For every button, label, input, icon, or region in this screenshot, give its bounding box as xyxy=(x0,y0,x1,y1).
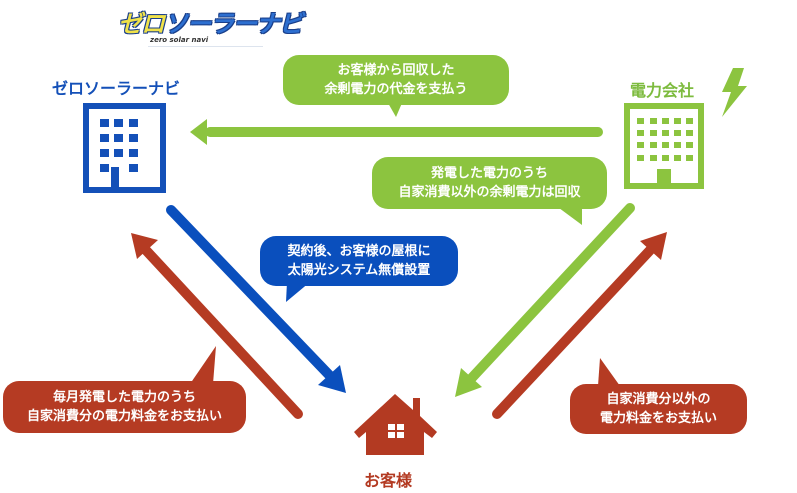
bubble-line: 自家消費以外の余剰電力は回収 xyxy=(398,185,581,200)
arrow-navi-to-customer xyxy=(166,205,346,393)
bubble-tail-pay-self xyxy=(190,346,216,384)
bubble-collect-surplus: 発電した電力のうち 自家消費以外の余剰電力は回収 xyxy=(372,157,607,209)
logo-title: ゼロソーラーナビ xyxy=(118,4,303,39)
arrow-power-to-navi xyxy=(190,119,603,145)
bubble-line: 契約後、お客様の屋根に xyxy=(287,244,431,259)
power-building-icon xyxy=(624,103,704,189)
logo-divider xyxy=(148,46,263,47)
bubble-tail-pay-other xyxy=(598,358,620,386)
bubble-pay-surplus: お客様から回収した 余剰電力の代金を支払う xyxy=(283,55,509,105)
bubble-tail-pay-surplus xyxy=(388,103,402,117)
arrow-power-to-customer xyxy=(455,203,635,397)
arrow-customer-to-navi xyxy=(131,233,303,419)
node-label-power-company: 電力会社 xyxy=(630,81,695,100)
node-label-customer: お客様 xyxy=(364,471,413,490)
office-building-icon xyxy=(83,103,166,193)
bubble-line: 余剰電力の代金を支払う xyxy=(324,82,468,97)
logo-subtitle: zero solar navi xyxy=(150,36,209,44)
logo-title-rest: ソーラーナビ xyxy=(164,10,303,38)
node-label-zero-solar-navi: ゼロソーラーナビ xyxy=(52,79,181,98)
bubble-pay-self-consumption: 毎月発電した電力のうち 自家消費分の電力料金をお支払い xyxy=(3,381,246,433)
bubble-tail-install xyxy=(286,282,310,302)
bubble-line: 太陽光システム無償設置 xyxy=(287,263,431,278)
bubble-line: 毎月発電した電力のうち xyxy=(52,390,196,405)
bubble-line: 電力料金をお支払い xyxy=(599,411,717,426)
bubble-install: 契約後、お客様の屋根に 太陽光システム無償設置 xyxy=(260,236,458,286)
logo-title-highlight: ゼロ xyxy=(118,10,165,38)
bubble-pay-other: 自家消費分以外の 電力料金をお支払い xyxy=(570,384,747,434)
house-icon xyxy=(354,394,437,455)
bubble-line: 自家消費分以外の xyxy=(606,392,711,407)
bubble-tail-collect-surplus xyxy=(555,205,582,225)
bubble-line: 発電した電力のうち xyxy=(430,166,548,181)
lightning-bolt-icon xyxy=(722,68,747,117)
bubble-line: 自家消費分の電力料金をお支払い xyxy=(26,409,222,424)
bubble-line: お客様から回収した xyxy=(337,63,455,78)
arrow-customer-to-power xyxy=(492,232,667,419)
